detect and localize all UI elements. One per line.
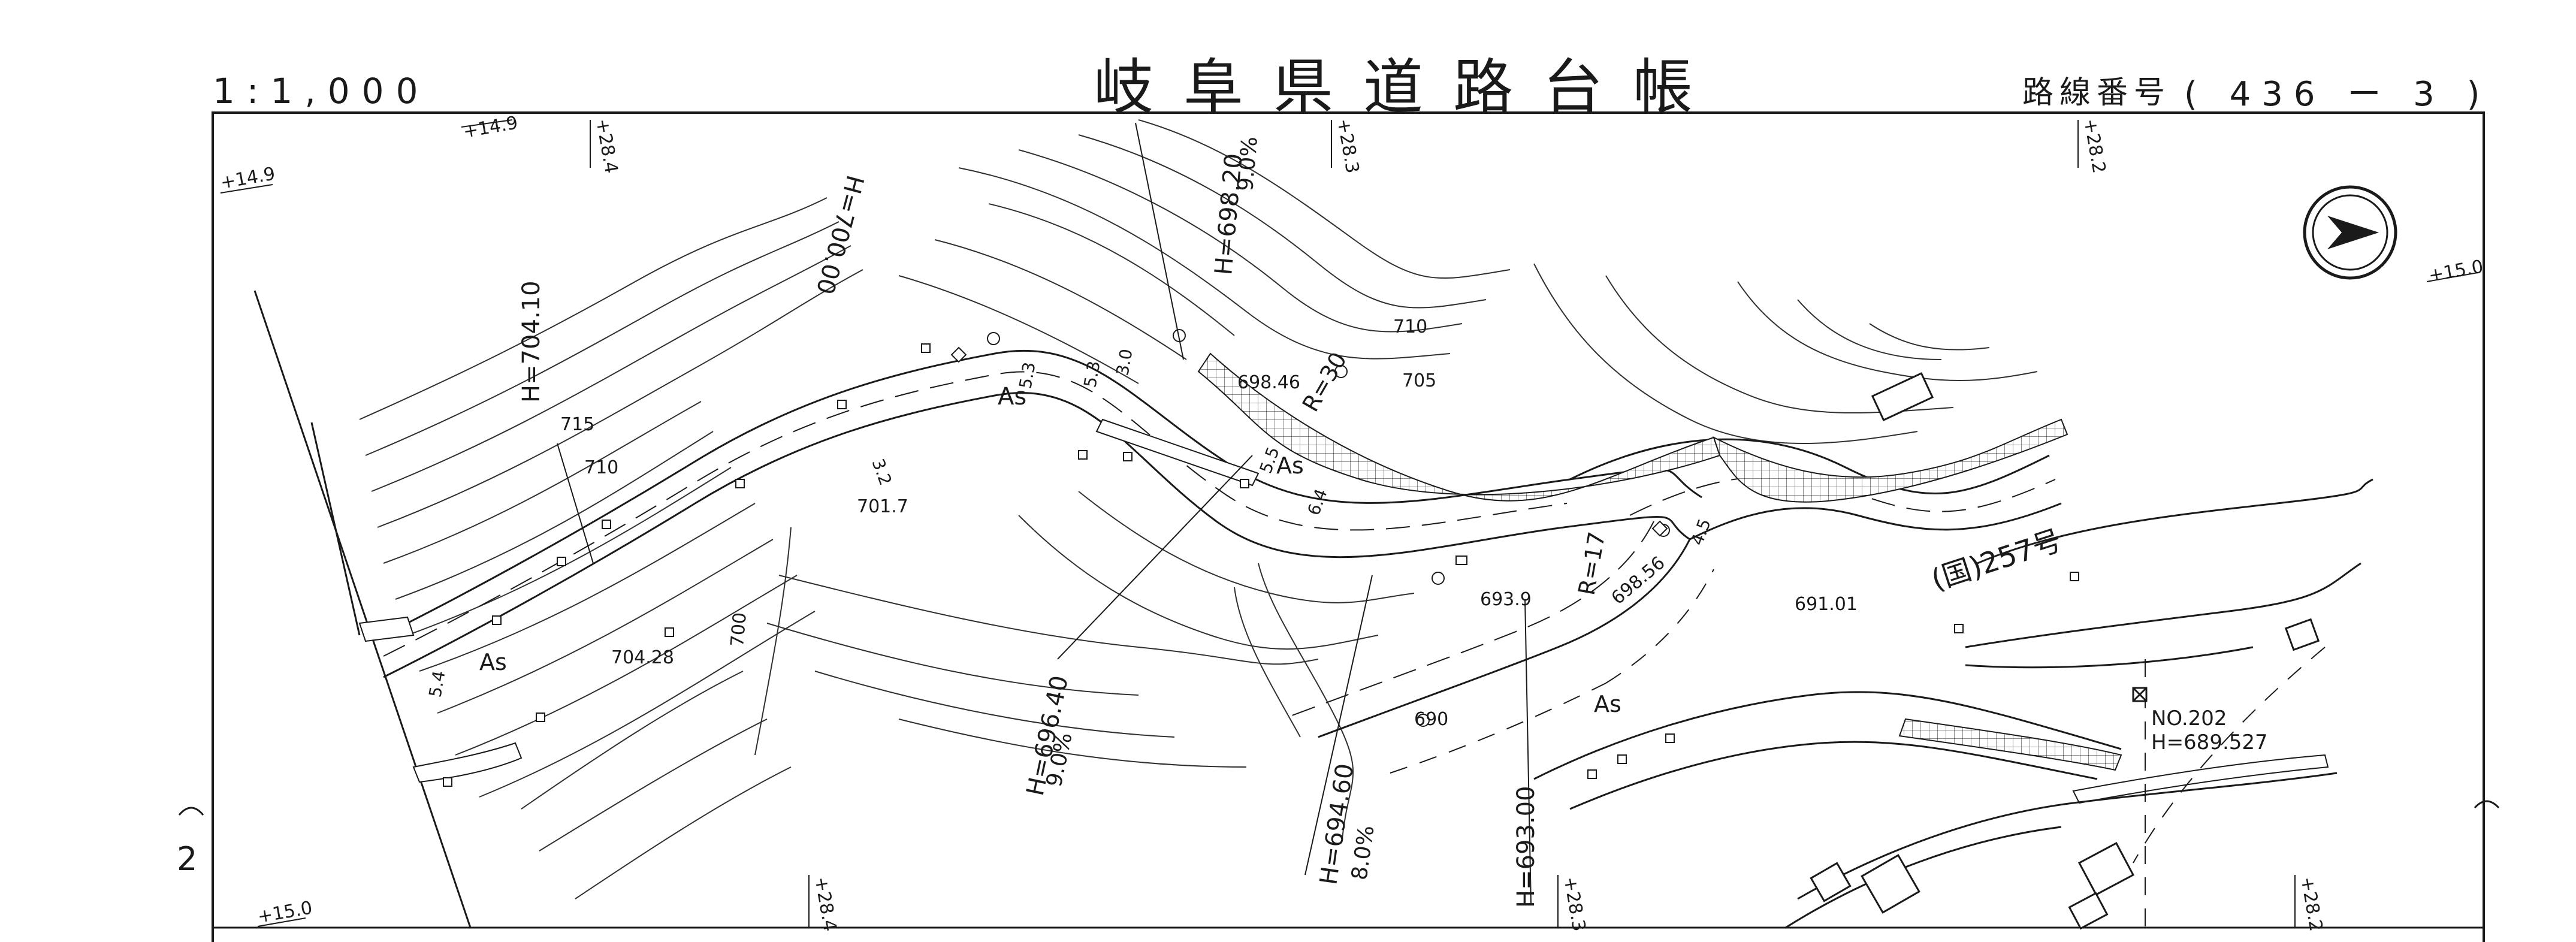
- surface-label: As: [479, 649, 507, 675]
- chainage-label: +28.2: [2296, 875, 2326, 933]
- route-number-label: 路線番号: [2022, 75, 2172, 111]
- surface-label: As: [1276, 452, 1304, 479]
- width-label: 4.5: [1687, 516, 1715, 548]
- chainage-label: +15.0: [2427, 256, 2485, 286]
- spot-height: 698.46: [1237, 372, 1300, 393]
- elevation-grade: 8.0%: [1347, 824, 1379, 881]
- road-corridor: [383, 349, 2062, 738]
- chainage-label: +28.4: [591, 117, 621, 175]
- page-edge-mark: [2469, 779, 2505, 899]
- spot-height: 690: [1414, 709, 1448, 730]
- route-number-value: ( 436 ー 3 ): [2184, 75, 2491, 114]
- road-name-label: (国)257号: [1927, 524, 2065, 597]
- chainage-ticks: [220, 119, 2478, 928]
- chainage-label: +15.0: [256, 897, 314, 927]
- utility-symbols: [443, 329, 2079, 787]
- boundary-lines: [253, 290, 472, 928]
- surface-label: As: [1594, 691, 1621, 717]
- radius-label: R=30: [1297, 348, 1352, 416]
- chainage-label: +28.3: [1559, 875, 1589, 933]
- width-label: 3.0: [1112, 348, 1136, 378]
- benchmark-height: H=689.527: [2151, 730, 2268, 754]
- chainage-label: +28.2: [2079, 117, 2109, 175]
- spot-height: 701.7: [857, 496, 908, 517]
- dashed-guides: [1390, 569, 2326, 928]
- page-number: 2: [177, 840, 198, 878]
- spot-height: 691.01: [1795, 594, 1858, 615]
- contour-label: 710: [584, 457, 618, 478]
- elevation-label: H=704.10: [518, 280, 545, 403]
- width-label: 5.3: [1080, 360, 1104, 390]
- contour-lines: [359, 119, 2038, 899]
- contour-label: 710: [1393, 316, 1427, 337]
- width-label: 5.3: [1015, 361, 1039, 391]
- chainage-label: +14.9: [461, 112, 520, 142]
- elevation-label: H=693.00: [1512, 786, 1540, 908]
- map-frame: [212, 111, 2485, 942]
- map-scale: 1:1,000: [213, 71, 430, 111]
- north-arrow-icon: [2303, 185, 2397, 280]
- page-title: 岐阜県道路台帳: [1094, 52, 1723, 122]
- spot-height: 704.28: [611, 647, 674, 668]
- benchmark-marker: [2132, 687, 2148, 702]
- chainage-label: +28.3: [1333, 117, 1363, 175]
- width-label: 3.2: [868, 456, 895, 488]
- width-label: 6.4: [1304, 486, 1331, 518]
- map-labels: (国)257号 As As As As R=30 R=17 H=704.10 H…: [219, 112, 2485, 932]
- elevation-label: H=700.00: [811, 172, 869, 297]
- elevation-grade: 9.0%: [1233, 135, 1263, 192]
- buildings: [1810, 372, 2320, 930]
- surface-label: As: [998, 383, 1026, 410]
- chainage-label: +28.4: [810, 875, 840, 933]
- contour-label: 705: [1402, 370, 1436, 391]
- chainage-label: +14.9: [219, 163, 277, 193]
- village-roads: [1533, 478, 2373, 929]
- benchmark-id: NO.202: [2151, 707, 2227, 730]
- width-label: 5.4: [425, 669, 449, 699]
- radius-label: R=17: [1574, 530, 1611, 597]
- spot-height: 693.9: [1480, 589, 1532, 610]
- wall-hatching: [1198, 354, 2121, 770]
- contour-label: 700: [727, 612, 751, 648]
- contour-label: 715: [560, 414, 594, 435]
